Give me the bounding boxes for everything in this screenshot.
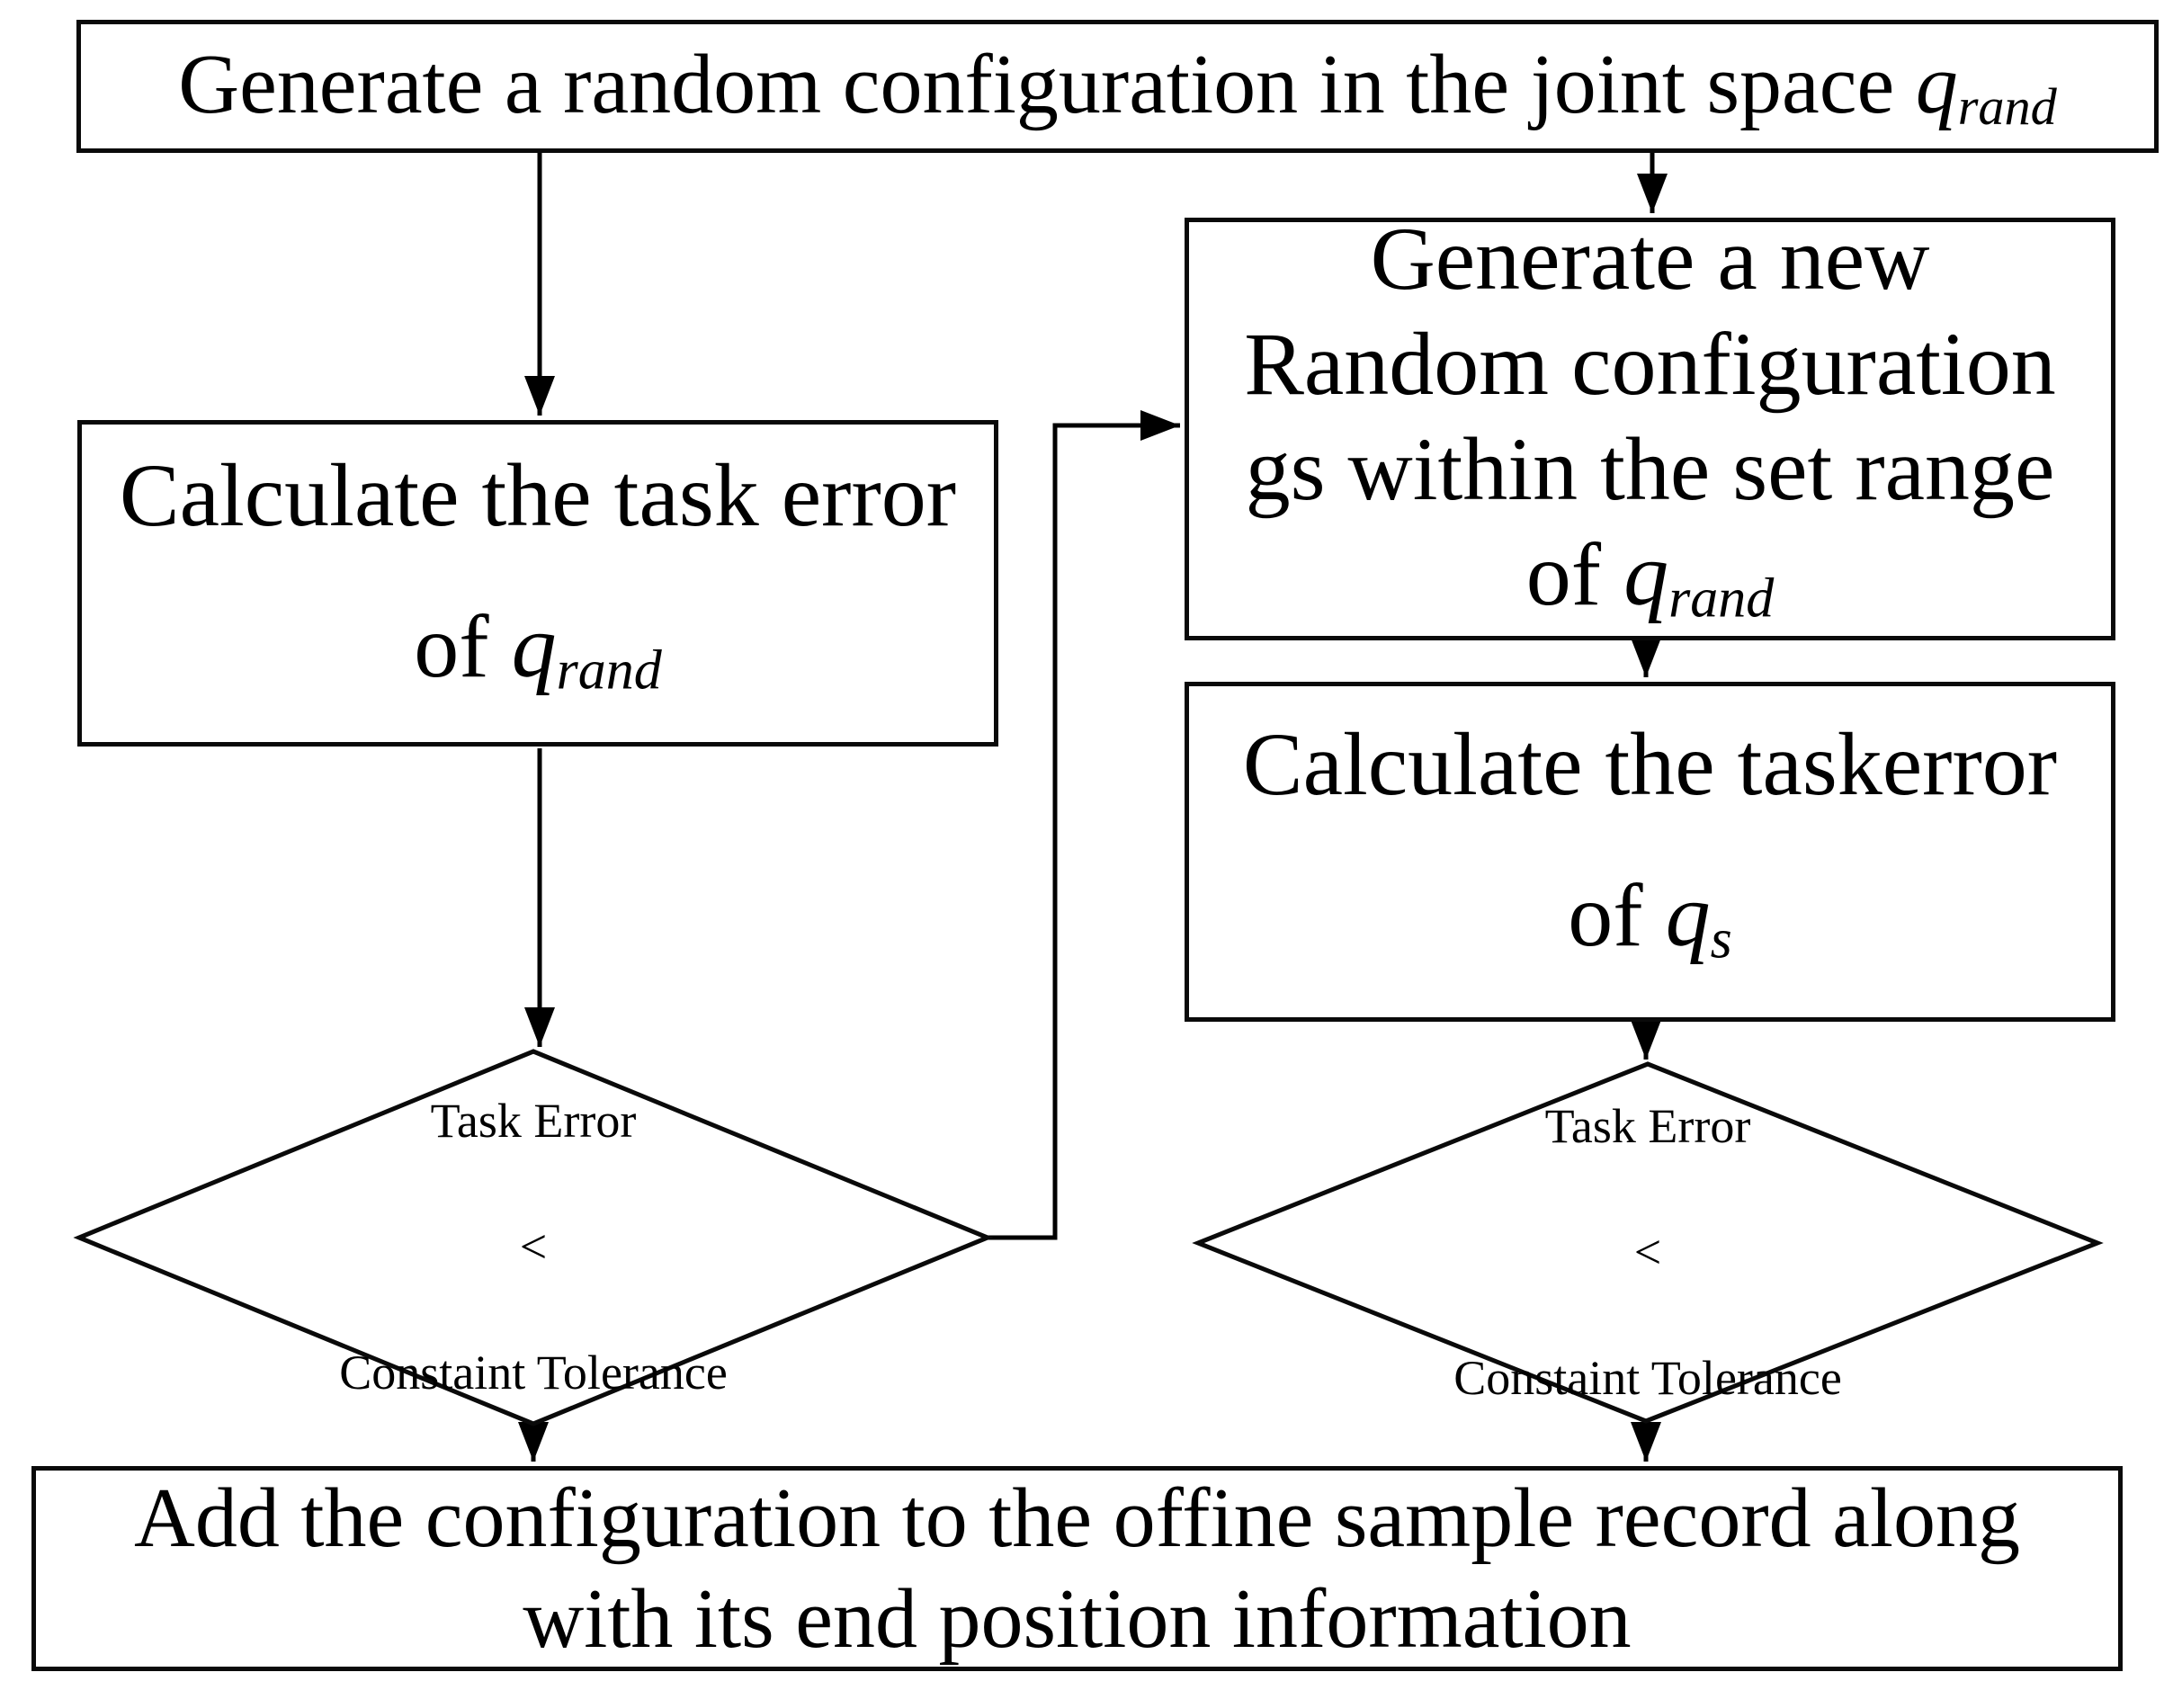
node-generate-new-configs: Generate a new Random configuration gs w… bbox=[1185, 209, 2115, 640]
qrand-variable: q bbox=[1915, 38, 1958, 132]
decision-left-shape bbox=[73, 1049, 994, 1426]
node-add-record: Add the configuration to the offine samp… bbox=[31, 1466, 2123, 1671]
node-add-record-line1: Add the configuration to the offine samp… bbox=[134, 1471, 2020, 1565]
qrand-variable: q bbox=[511, 596, 557, 697]
decision-right-shape bbox=[1192, 1061, 2104, 1424]
node-calc-task-error-qrand-line1: Calculate the task error bbox=[119, 445, 957, 546]
node-calc-task-error-qs: Calculate the taskerror of qs bbox=[1185, 682, 2115, 1022]
qrand-subscript: rand bbox=[1668, 568, 1775, 630]
qrand-subscript: rand bbox=[1957, 76, 2057, 136]
node-add-record-line2: with its end position information bbox=[523, 1572, 1632, 1666]
node-generate-random: Generate a random configuration in the j… bbox=[76, 20, 2159, 153]
decision-right-line1: Task Error bbox=[1544, 1099, 1751, 1153]
qrand-subscript: rand bbox=[556, 639, 662, 702]
qrand-variable: q bbox=[1623, 524, 1669, 625]
node-generate-new-line4: of bbox=[1525, 524, 1624, 625]
qs-subscript: s bbox=[1710, 908, 1732, 970]
decision-right-line3: Constaint Tolerance bbox=[1453, 1351, 1842, 1405]
node-calc-task-error-qrand: Calculate the task error of qrand bbox=[77, 420, 998, 747]
decision-right-label: Task Error < Constaint Tolerance bbox=[1243, 1099, 2052, 1405]
decision-left-line3: Constaint Tolerance bbox=[339, 1346, 728, 1399]
decision-left-line1: Task Error bbox=[430, 1094, 637, 1148]
node-generate-new-line2: Random configuration bbox=[1244, 314, 2056, 415]
decision-left-label: Task Error < Constaint Tolerance bbox=[129, 1094, 938, 1399]
node-generate-new-line3: gs within the set range bbox=[1245, 419, 2055, 520]
qs-variable: q bbox=[1665, 864, 1711, 965]
node-calc-task-error-qs-line2: of bbox=[1568, 864, 1666, 965]
node-calc-task-error-qrand-line2: of bbox=[414, 596, 512, 697]
node-generate-random-text: Generate a random configuration in the j… bbox=[178, 38, 1916, 132]
arrow-decision-left-to-generate-new bbox=[988, 410, 1180, 1240]
decision-right-operator: < bbox=[1633, 1225, 1662, 1279]
decision-left-operator: < bbox=[519, 1220, 548, 1274]
node-generate-new-line1: Generate a new bbox=[1370, 209, 1930, 309]
node-calc-task-error-qs-line1: Calculate the taskerror bbox=[1242, 713, 2058, 814]
